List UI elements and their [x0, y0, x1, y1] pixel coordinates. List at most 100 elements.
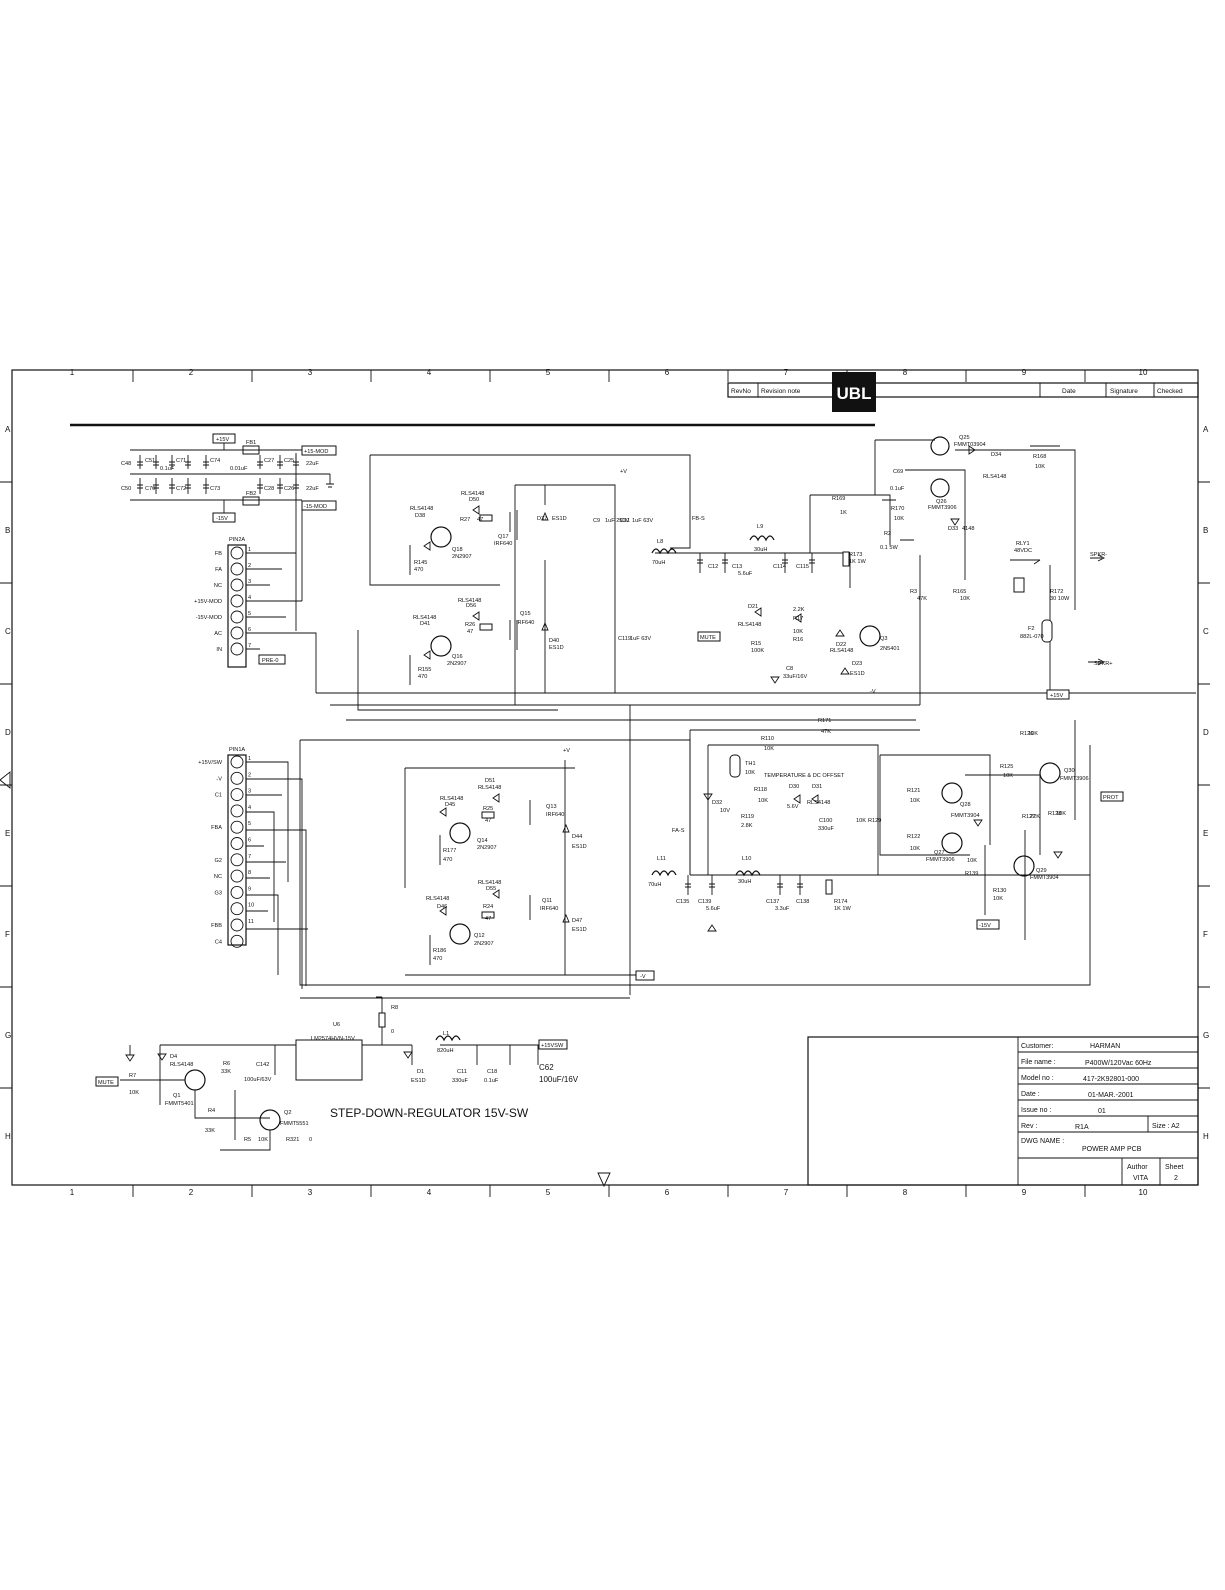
svg-text:Q17: Q17: [498, 534, 509, 540]
svg-text:R16: R16: [793, 637, 803, 643]
svg-text:FMMT03904: FMMT03904: [954, 442, 986, 448]
connector-pin: [230, 562, 244, 576]
r24-resistor: [481, 911, 495, 919]
connector-pin-number: 1: [248, 547, 251, 553]
svg-text:2N2907: 2N2907: [452, 554, 472, 560]
zone-column-label: 3: [308, 1188, 313, 1197]
connector-pin-label: IN: [216, 647, 222, 653]
svg-text:C25: C25: [284, 458, 294, 464]
svg-text:R7: R7: [129, 1073, 136, 1079]
zone-ticks: [0, 370, 1210, 1197]
svg-text:R27: R27: [460, 517, 470, 523]
svg-text:+15V: +15V: [216, 437, 229, 443]
mute-flag-upper: [697, 631, 721, 642]
svg-text:10K: 10K: [967, 858, 977, 864]
svg-text:RLS4148: RLS4148: [170, 1062, 193, 1068]
svg-text:R5: R5: [244, 1137, 251, 1143]
svg-text:R186: R186: [433, 948, 446, 954]
svg-text:R125: R125: [1000, 764, 1013, 770]
neg-v-flag: [635, 970, 655, 981]
connector-pin-number: 4: [248, 805, 251, 811]
connector-pin-number: 8: [248, 870, 251, 876]
svg-text:RLS4148: RLS4148: [440, 796, 463, 802]
svg-text:RLS4148: RLS4148: [410, 506, 433, 512]
svg-text:Q3: Q3: [880, 636, 887, 642]
svg-text:10V: 10V: [720, 808, 730, 814]
connector-pin-number: 4: [248, 595, 251, 601]
connector-pin-number: 7: [248, 854, 251, 860]
svg-text:10K: 10K: [758, 798, 768, 804]
connector-pin-label: FB: [215, 551, 222, 557]
svg-text:C9: C9: [593, 518, 600, 524]
svg-text:2N5401: 2N5401: [880, 646, 900, 652]
svg-text:Q26: Q26: [936, 499, 947, 505]
svg-text:R1A: R1A: [1075, 1124, 1089, 1131]
sheet-border: [11, 369, 1199, 1186]
svg-text:48VDC: 48VDC: [1014, 548, 1032, 554]
svg-text:R174: R174: [834, 899, 847, 905]
m15v-flag-right: [976, 919, 1000, 930]
svg-text:0.1uF: 0.1uF: [890, 486, 905, 492]
c62-ref: C62: [539, 1063, 554, 1072]
zone-row-label: E: [5, 829, 10, 838]
jbl-logo: [832, 372, 876, 412]
svg-text:10K: 10K: [960, 596, 970, 602]
svg-text:File name :: File name :: [1021, 1059, 1056, 1066]
svg-text:0.01uF: 0.01uF: [230, 466, 248, 472]
svg-text:2.8K: 2.8K: [741, 823, 753, 829]
svg-text:C11: C11: [457, 1069, 467, 1075]
svg-text:FB2: FB2: [246, 491, 256, 497]
connector-pin-number: 3: [248, 579, 251, 585]
svg-text:IRF640: IRF640: [540, 906, 558, 912]
r8-resistor: [378, 1012, 386, 1028]
pre0-flag: [258, 654, 286, 665]
svg-text:C18: C18: [487, 1069, 497, 1075]
svg-text:R128: R128: [1048, 811, 1061, 817]
svg-text:C69: C69: [893, 469, 903, 475]
svg-text:ES1D: ES1D: [850, 671, 865, 677]
connector-pin-number: 7: [248, 643, 251, 649]
svg-text:1uF 63V: 1uF 63V: [630, 636, 651, 642]
svg-text:1K: 1K: [840, 510, 847, 516]
q2-transistor: [259, 1109, 281, 1131]
q12-transistor: [449, 923, 471, 945]
p15vsw-flag: [538, 1039, 568, 1050]
svg-text:C138: C138: [796, 899, 809, 905]
c62-value: 100uF/16V: [539, 1075, 579, 1084]
svg-text:33uF/16V: 33uF/16V: [783, 674, 808, 680]
svg-text:FB-S: FB-S: [692, 516, 705, 522]
r27-resistor: [479, 514, 493, 522]
connector-pin-number: 9: [248, 886, 251, 892]
svg-text:-15-MOD: -15-MOD: [304, 504, 327, 510]
svg-text:R170: R170: [891, 506, 904, 512]
svg-text:R3: R3: [910, 589, 917, 595]
svg-text:+V: +V: [620, 469, 627, 475]
svg-text:C27: C27: [264, 458, 274, 464]
svg-text:Author: Author: [1127, 1164, 1148, 1171]
svg-text:0.1 5W: 0.1 5W: [880, 545, 898, 551]
svg-text:5.6uF: 5.6uF: [738, 571, 753, 577]
connector-pin: [230, 885, 244, 899]
svg-text:10K: 10K: [793, 629, 803, 635]
r26-resistor: [479, 623, 493, 631]
connector-pin: [230, 546, 244, 560]
svg-text:C28: C28: [264, 486, 274, 492]
svg-text:C48: C48: [121, 461, 131, 467]
svg-text:RLS4148: RLS4148: [426, 896, 449, 902]
svg-text:0.1uF: 0.1uF: [484, 1078, 499, 1084]
r25-resistor: [481, 811, 495, 819]
connector-pin-number: 6: [248, 838, 251, 844]
svg-text:ES1D: ES1D: [572, 844, 587, 850]
zone-column-label: 9: [1022, 368, 1027, 377]
svg-text:882L-070: 882L-070: [1020, 634, 1044, 640]
connector-pin-label: G3: [215, 890, 222, 896]
svg-text:POWER AMP PCB: POWER AMP PCB: [1082, 1146, 1142, 1153]
zone-column-label: 1: [70, 368, 75, 377]
connector-pin-number: 6: [248, 627, 251, 633]
connector-pin-label: FBA: [211, 825, 222, 831]
connector-pin: [230, 934, 244, 948]
svg-text:R173: R173: [849, 552, 862, 558]
connector-pin-label: C4: [215, 939, 222, 945]
svg-text:F2: F2: [1028, 626, 1035, 632]
